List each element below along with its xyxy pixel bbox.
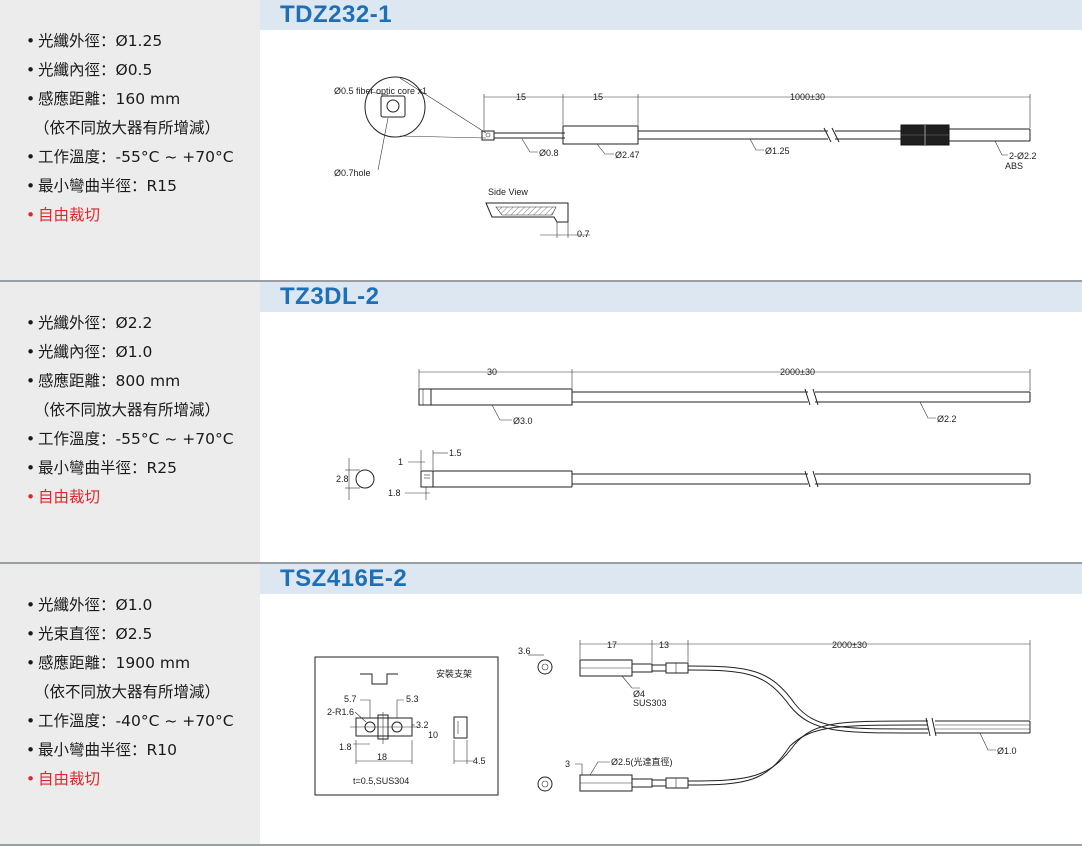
spec-item: •工作溫度：-55°C ~ +70°C xyxy=(26,148,234,166)
spec-item: •光纖內徑：Ø1.0 xyxy=(26,343,153,361)
spec-panel: •光纖外徑：Ø1.0 •光束直徑：Ø2.5 •感應距離：1900 mm （依不同… xyxy=(0,564,260,844)
model-title: TZ3DL-2 xyxy=(280,283,380,310)
technical-drawing: Ø0.5 fiber optic core x1 Ø0.7hole xyxy=(260,30,1082,280)
dim-d22: Ø2.2 xyxy=(937,414,957,424)
dim-d30: Ø3.0 xyxy=(513,416,533,426)
dim-45: 4.5 xyxy=(473,756,486,766)
fiber-lower xyxy=(687,720,921,782)
end-view-circle xyxy=(537,776,553,792)
model-title-bar: TZ3DL-2 xyxy=(260,282,1082,312)
probe-tip xyxy=(481,130,495,141)
dim-18: 18 xyxy=(377,752,387,762)
spec-item-highlight: •自由裁切 xyxy=(26,206,101,224)
spec-item-highlight: •自由裁切 xyxy=(26,770,101,788)
dim-d247: Ø2.47 xyxy=(615,150,640,160)
material-sus303: SUS303 xyxy=(633,698,667,708)
spec-note: （依不同放大器有所增減） xyxy=(34,683,221,701)
probe-sleeve xyxy=(430,388,573,406)
spec-item: •最小彎曲半徑：R10 xyxy=(26,741,177,759)
end-view-circle xyxy=(537,659,553,675)
spec-list: •光纖外徑：Ø1.0 •光束直徑：Ø2.5 •感應距離：1900 mm （依不同… xyxy=(26,591,234,794)
spec-item: •工作溫度：-40°C ~ +70°C xyxy=(26,712,234,730)
dim-32: 3.2 xyxy=(416,720,429,730)
technical-drawing: 安裝支架 5.7 5.3 2-R1.6 3.2 10 1.8 18 xyxy=(260,594,1082,844)
spec-item-highlight: •自由裁切 xyxy=(26,488,101,506)
spec-item: •感應距離：800 mm xyxy=(26,372,181,390)
dim-57: 5.7 xyxy=(344,694,357,704)
end-view-circle xyxy=(364,76,426,138)
dim-18: 1.8 xyxy=(388,488,401,498)
model-title: TSZ416E-2 xyxy=(280,565,408,592)
model-title-bar: TSZ416E-2 xyxy=(260,564,1082,594)
section-divider xyxy=(0,844,1082,846)
spec-item: •光纖內徑：Ø0.5 xyxy=(26,61,153,79)
core-circle xyxy=(386,99,400,113)
spec-item: •光纖外徑：Ø1.0 xyxy=(26,596,153,614)
abs-label: ABS xyxy=(1005,161,1023,171)
dim-d08: Ø0.8 xyxy=(539,148,559,158)
side-view-label: Side View xyxy=(488,187,528,197)
dim-1: 1 xyxy=(398,457,403,467)
dim-15: 1.5 xyxy=(449,448,462,458)
dim-28: 2.8 xyxy=(336,474,349,484)
section-divider xyxy=(0,280,1082,282)
spec-note: （依不同放大器有所增減） xyxy=(34,119,221,137)
dim-53: 5.3 xyxy=(406,694,419,704)
material-label: t=0.5,SUS304 xyxy=(353,776,409,786)
dim-10: 10 xyxy=(428,730,438,740)
dim-r16: 2-R1.6 xyxy=(327,707,354,717)
core-label: Ø0.5 fiber optic core x1 xyxy=(334,86,427,96)
bracket-title: 安裝支架 xyxy=(436,668,472,679)
dim-30: 30 xyxy=(487,367,497,377)
dim-17: 17 xyxy=(607,640,617,650)
dim-3: 3 xyxy=(565,759,570,769)
dim-15-b: 15 xyxy=(593,92,603,102)
product-section-tz3dl: •光纖外徑：Ø2.2 •光纖內徑：Ø1.0 •感應距離：800 mm （依不同放… xyxy=(0,282,1082,562)
bracket-profile xyxy=(360,673,398,685)
spec-panel: •光纖外徑：Ø2.2 •光纖內徑：Ø1.0 •感應距離：800 mm （依不同放… xyxy=(0,282,260,562)
spec-list: •光纖外徑：Ø1.25 •光纖內徑：Ø0.5 •感應距離：160 mm （依不同… xyxy=(26,27,234,230)
spec-item: •工作溫度：-55°C ~ +70°C xyxy=(26,430,234,448)
spec-item: •光束直徑：Ø2.5 xyxy=(26,625,153,643)
fiber-upper xyxy=(687,665,921,730)
bracket-panel xyxy=(314,656,499,796)
dim-2000: 2000±30 xyxy=(780,367,815,377)
dim-2000: 2000±30 xyxy=(832,640,867,650)
dim-15-a: 15 xyxy=(516,92,526,102)
model-title-bar: TDZ232-1 xyxy=(260,0,1082,30)
dim-o10: Ø1.0 xyxy=(997,746,1017,756)
beam-label: Ø2.5(光達直徑) xyxy=(611,756,673,767)
spec-note: （依不同放大器有所增減） xyxy=(34,401,221,419)
spec-panel: •光纖外徑：Ø1.25 •光纖內徑：Ø0.5 •感應距離：160 mm （依不同… xyxy=(0,0,260,280)
side-dim-07: 0.7 xyxy=(577,229,590,239)
spec-item: •感應距離：160 mm xyxy=(26,90,181,108)
spec-list: •光纖外徑：Ø2.2 •光纖內徑：Ø1.0 •感應距離：800 mm （依不同放… xyxy=(26,309,234,512)
side-tip xyxy=(420,470,434,488)
probe-tip xyxy=(418,388,432,406)
spec-item: •光纖外徑：Ø2.2 xyxy=(26,314,153,332)
spec-item: •最小彎曲半徑：R15 xyxy=(26,177,177,195)
dim-18-small: 1.8 xyxy=(339,742,352,752)
section-divider xyxy=(0,562,1082,564)
dim-d22: 2-Ø2.2 xyxy=(1009,151,1037,161)
spec-item: •最小彎曲半徑：R25 xyxy=(26,459,177,477)
dim-o4: Ø4 xyxy=(633,689,645,699)
hole-label: Ø0.7hole xyxy=(334,168,371,178)
end-view-ferrule xyxy=(380,95,406,118)
dim-36: 3.6 xyxy=(518,646,531,656)
dim-1000: 1000±30 xyxy=(790,92,825,102)
probe-sleeve xyxy=(562,125,639,145)
technical-drawing: 30 2000±30 Ø3.0 Ø2.2 2.8 xyxy=(260,312,1082,562)
product-section-tsz416e: •光纖外徑：Ø1.0 •光束直徑：Ø2.5 •感應距離：1900 mm （依不同… xyxy=(0,564,1082,844)
product-section-tdz232: •光纖外徑：Ø1.25 •光纖內徑：Ø0.5 •感應距離：160 mm （依不同… xyxy=(0,0,1082,280)
dim-13: 13 xyxy=(659,640,669,650)
bracket-side xyxy=(453,716,468,739)
model-title: TDZ232-1 xyxy=(280,1,393,28)
spec-item: •感應距離：1900 mm xyxy=(26,654,191,672)
spec-item: •光纖外徑：Ø1.25 xyxy=(26,32,163,50)
end-view-circle xyxy=(355,469,375,489)
dim-d125: Ø1.25 xyxy=(765,146,790,156)
